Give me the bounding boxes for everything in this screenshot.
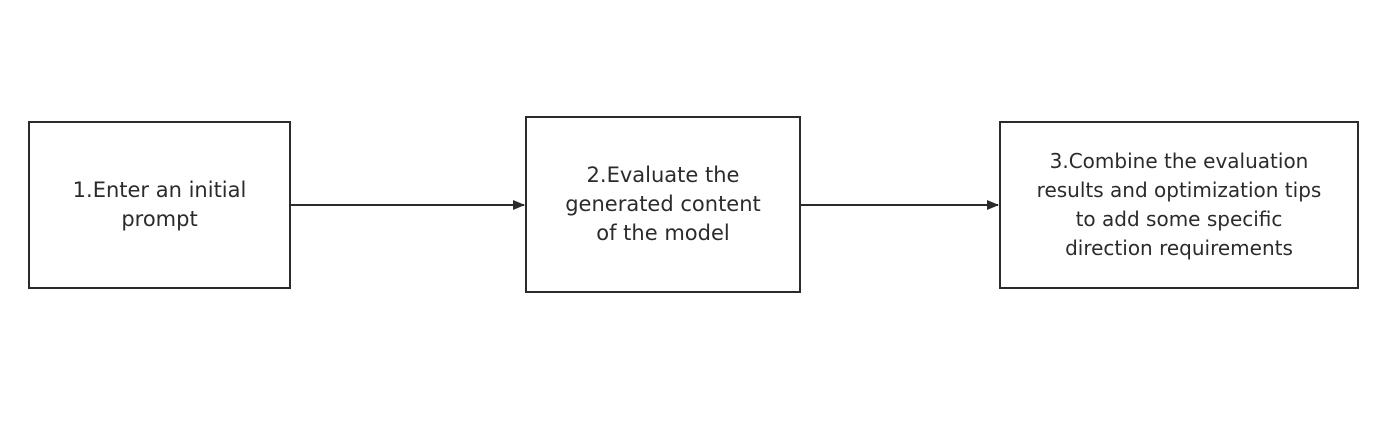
- step-2-label: 2.Evaluate the generated content of the …: [565, 163, 761, 245]
- step-3-box: 3.Combine the evaluation results and opt…: [999, 121, 1359, 289]
- step-1-label: 1.Enter an initial prompt: [72, 178, 247, 231]
- step-1-box: 1.Enter an initial prompt: [28, 121, 291, 289]
- step-2-box: 2.Evaluate the generated content of the …: [525, 116, 801, 293]
- step-3-label: 3.Combine the evaluation results and opt…: [1036, 149, 1322, 260]
